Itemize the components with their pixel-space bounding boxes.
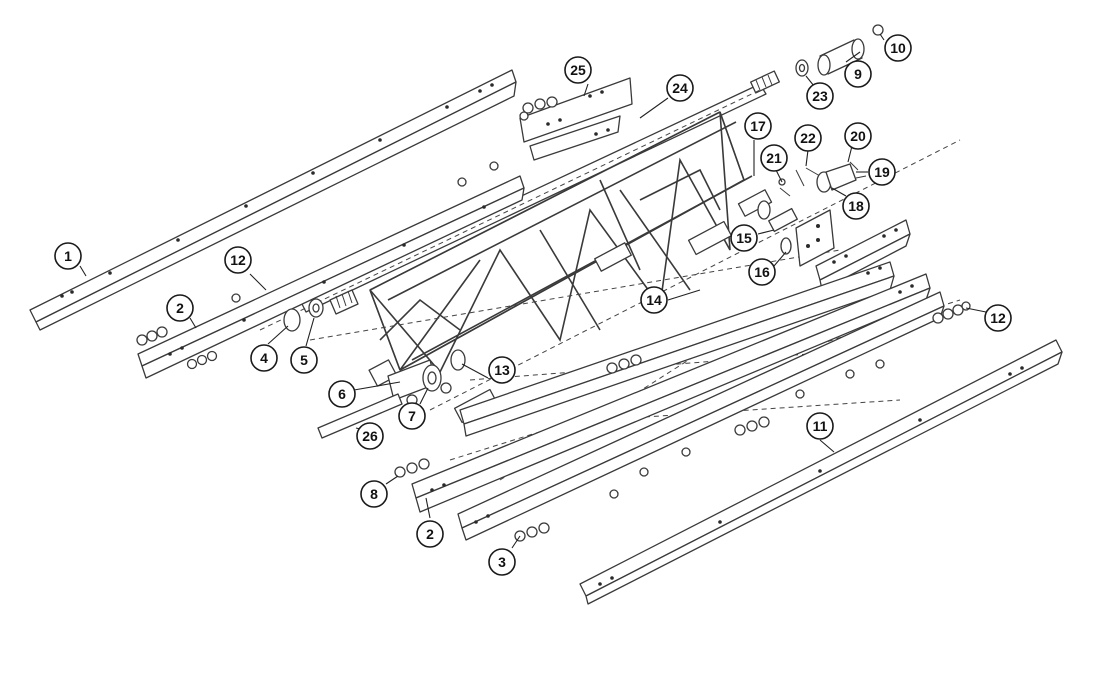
- svg-text:22: 22: [800, 130, 816, 146]
- nut-cluster-part-8: [394, 458, 430, 478]
- svg-text:4: 4: [260, 350, 268, 366]
- svg-text:10: 10: [890, 40, 906, 56]
- nut-part-10: [872, 24, 884, 36]
- svg-text:20: 20: [850, 128, 866, 144]
- callout-25: 25: [564, 56, 592, 84]
- bearing-assembly-left: [283, 289, 359, 332]
- callout-8: 8: [360, 480, 388, 508]
- callout-19: 19: [868, 158, 896, 186]
- callout-21: 21: [760, 144, 788, 172]
- end-cap-assembly: [795, 24, 884, 77]
- svg-text:5: 5: [300, 352, 308, 368]
- callout-13: 13: [488, 356, 516, 384]
- shaft-part-26: [317, 393, 403, 439]
- svg-text:13: 13: [494, 362, 510, 378]
- callout-12-left: 12: [224, 246, 252, 274]
- callout-6: 6: [328, 380, 356, 408]
- svg-text:15: 15: [736, 230, 752, 246]
- rail-part-1: [29, 69, 517, 331]
- callout-20: 20: [844, 122, 872, 150]
- rail-part-11: [579, 339, 1063, 605]
- bushing-part-4: [283, 308, 301, 332]
- svg-text:2: 2: [426, 526, 434, 542]
- callout-9: 9: [844, 60, 872, 88]
- bearing-part-15: [757, 200, 771, 220]
- svg-text:25: 25: [570, 62, 586, 78]
- rail-2-upper-bolts: [136, 161, 499, 370]
- svg-text:12: 12: [230, 252, 246, 268]
- pin-part-22: [805, 167, 821, 177]
- callout-24: 24: [666, 74, 694, 102]
- callout-2-upper: 2: [166, 294, 194, 322]
- svg-text:16: 16: [754, 264, 770, 280]
- svg-text:23: 23: [812, 88, 828, 104]
- callout-2-lower: 2: [416, 520, 444, 548]
- bracket-25-bolts: [519, 96, 558, 121]
- rail-stack-right: [411, 219, 971, 541]
- svg-text:26: 26: [362, 428, 378, 444]
- truss-frame: [259, 89, 961, 481]
- callout-17: 17: [744, 112, 772, 140]
- svg-text:18: 18: [848, 198, 864, 214]
- svg-text:2: 2: [176, 300, 184, 316]
- callout-15: 15: [730, 224, 758, 252]
- callout-23: 23: [806, 82, 834, 110]
- callout-3: 3: [488, 548, 516, 576]
- nut-cluster-part-3: [514, 522, 550, 542]
- plate-part-16: [795, 209, 835, 267]
- svg-text:24: 24: [672, 80, 688, 96]
- svg-text:14: 14: [646, 292, 662, 308]
- svg-text:19: 19: [874, 164, 890, 180]
- rail-1-holes: [60, 83, 494, 298]
- callout-16: 16: [748, 258, 776, 286]
- svg-text:11: 11: [813, 418, 828, 434]
- svg-text:9: 9: [854, 66, 862, 82]
- callout-22: 22: [794, 124, 822, 152]
- callout-26: 26: [356, 422, 384, 450]
- drive-assembly-right: [757, 161, 867, 267]
- svg-text:21: 21: [766, 150, 782, 166]
- callout-7: 7: [398, 402, 426, 430]
- roller-part-9: [817, 38, 865, 76]
- svg-text:1: 1: [64, 248, 72, 264]
- right-rail-bolts: [609, 301, 971, 499]
- callout-1: 1: [54, 242, 82, 270]
- svg-text:12: 12: [990, 310, 1006, 326]
- rail-part-2-upper: [136, 161, 525, 379]
- svg-text:3: 3: [498, 554, 506, 570]
- callout-12-right: 12: [984, 304, 1012, 332]
- callout-18: 18: [842, 192, 870, 220]
- callout-11: 11: [806, 412, 834, 440]
- nut-cluster-center: [606, 354, 642, 374]
- callout-10: 10: [884, 34, 912, 62]
- svg-text:8: 8: [370, 486, 378, 502]
- callout-14: 14: [640, 286, 668, 314]
- bracket-part-25: [519, 77, 633, 161]
- callout-5: 5: [290, 346, 318, 374]
- clip-parts-19-20: [849, 161, 867, 179]
- callouts: 1 2 2 3 4 5 6 7 8 9 10 11 12 12 13 14 15…: [54, 34, 1012, 576]
- svg-text:7: 7: [408, 408, 416, 424]
- callout-4: 4: [250, 344, 278, 372]
- svg-text:17: 17: [750, 118, 766, 134]
- svg-text:6: 6: [338, 386, 346, 402]
